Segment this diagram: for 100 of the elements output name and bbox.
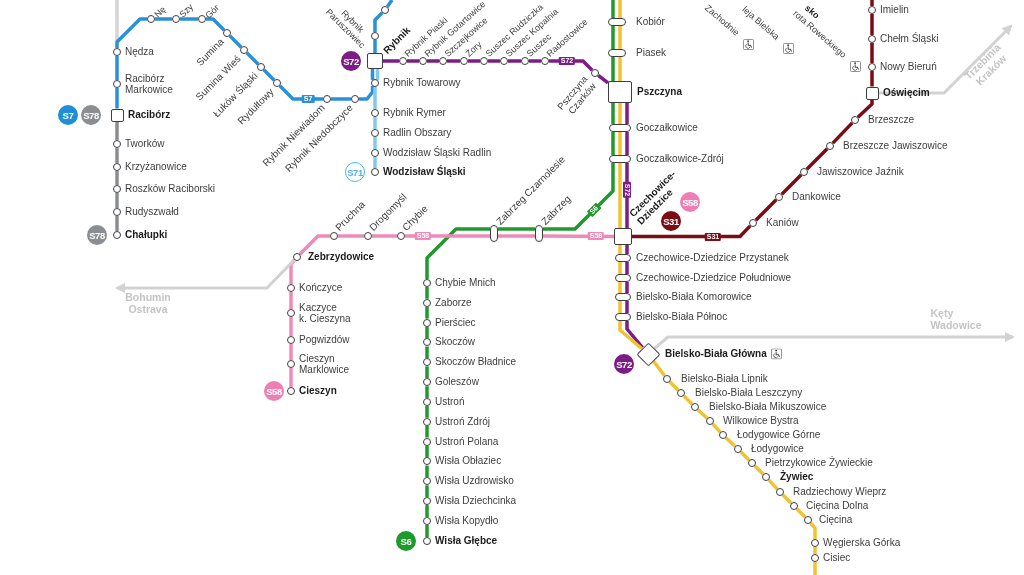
- station-marker: [371, 32, 379, 40]
- station-marker: [663, 375, 671, 383]
- rail-line: [625, 321, 644, 349]
- station-marker: [423, 497, 431, 506]
- station-name: Bielsko-Biała Lipnik: [681, 373, 768, 385]
- station-name: Cieszyn Marklowice: [299, 352, 349, 376]
- station-marker: [113, 140, 121, 148]
- rail-line: [498, 234, 535, 238]
- station-marker: [609, 124, 631, 132]
- rail-line: [611, 0, 615, 18]
- rail-line: [618, 282, 622, 293]
- station-marker: [868, 63, 876, 71]
- station-name: Zaborze: [435, 297, 472, 309]
- station-name: Czechowice-Dziedzice Południowe: [636, 272, 792, 284]
- rail-line: [427, 59, 439, 63]
- rail-line: [668, 380, 680, 392]
- rail-line: [856, 99, 874, 119]
- station-marker: [113, 208, 121, 216]
- station-name: Gór: [203, 2, 222, 21]
- rail-line: [618, 57, 622, 81]
- station-marker: [719, 431, 727, 439]
- station-marker: [609, 155, 631, 163]
- station-marker: [535, 224, 543, 242]
- rail-line: [373, 157, 377, 168]
- rail-line: [289, 344, 293, 360]
- station-name: Cięcina Dolna: [806, 500, 869, 512]
- station-marker: [734, 445, 742, 453]
- station-name: Racibórz: [128, 109, 171, 121]
- rail-line: [468, 59, 480, 63]
- station-name: Goleszów: [435, 376, 479, 388]
- line-badge: S7: [58, 105, 78, 125]
- station-name: Goczałkowice: [636, 122, 698, 134]
- station-name: Wodzisław Śląski Radlin: [383, 147, 492, 159]
- station-marker: [677, 389, 685, 397]
- station-marker: [490, 224, 498, 242]
- station-name: Czechowice-Dziedzice Przystanek: [636, 252, 789, 264]
- rail-line: [488, 59, 500, 63]
- station-name: Pogwizdów: [299, 334, 350, 346]
- station-name: Chybie Mnich: [435, 277, 496, 289]
- station-name: Jawiszowice Jaźnik: [817, 166, 904, 178]
- rail-line: [407, 59, 419, 63]
- station-marker: [615, 274, 631, 282]
- rail-line: [425, 306, 429, 319]
- station-name: Wilkowice Bystra: [723, 415, 799, 427]
- rail-line: [618, 262, 622, 274]
- station-name: Wisła Głębce: [435, 535, 498, 547]
- rail-line: [618, 245, 622, 254]
- rail-line: [425, 326, 429, 339]
- rail-line: [115, 17, 147, 48]
- station-name: Dankowice: [792, 191, 841, 203]
- rail-line: [115, 121, 119, 140]
- station-marker: [371, 149, 379, 157]
- rail-line: [611, 132, 615, 155]
- rail-line: [754, 198, 778, 222]
- rail-line: [625, 163, 629, 228]
- station-name: Rybnik Towarowy: [383, 77, 461, 89]
- rail-line: [625, 262, 629, 274]
- station-marker: [615, 254, 631, 262]
- station-marker: [460, 57, 468, 65]
- rail-line: [543, 163, 615, 231]
- station-name: Pietrzykowice Żywieckie: [765, 457, 873, 469]
- station-name: Radziechowy Wieprz: [793, 486, 887, 498]
- station-marker: [293, 253, 301, 261]
- station-marker: [800, 168, 808, 176]
- line-badge: S72: [341, 51, 361, 71]
- station-name: Chełm Śląski: [880, 33, 939, 45]
- rail-line: [385, 0, 394, 8]
- rail-line: [870, 14, 874, 35]
- rail-line: [289, 368, 293, 387]
- station-marker: [364, 232, 372, 240]
- station-marker: [287, 387, 295, 395]
- rail-line: [373, 87, 377, 109]
- rail-line: [508, 59, 521, 63]
- station-name: Pierściec: [435, 317, 476, 329]
- station-marker: [371, 79, 379, 87]
- station-marker: [371, 129, 379, 137]
- rail-line: [338, 234, 364, 238]
- station-marker: [198, 15, 206, 23]
- rail-line: [611, 26, 615, 49]
- rail-line: [795, 507, 807, 519]
- station-marker: [423, 318, 431, 327]
- rail-line: [425, 445, 429, 458]
- station-name: Krzyżanowice: [125, 161, 187, 173]
- station-marker: [868, 35, 876, 43]
- rail-line: [805, 147, 829, 171]
- station-marker: [223, 29, 231, 37]
- rail-line: [228, 34, 243, 49]
- destination-label: Bohumin Ostrava: [125, 292, 171, 316]
- station-marker: [521, 57, 529, 65]
- rail-line: [625, 245, 629, 254]
- station-name: Brzeszcze Jawiszowice: [843, 140, 948, 152]
- station-marker: [439, 57, 447, 65]
- rail-line: [373, 11, 384, 32]
- rail-line: [724, 436, 737, 448]
- branch-arrow: [653, 331, 1016, 350]
- station-marker: [371, 168, 379, 176]
- line-badge: S58: [264, 381, 284, 401]
- station-marker: [423, 537, 431, 545]
- rail-line: [425, 505, 429, 517]
- station-name: Rybnik Rymer: [383, 107, 446, 119]
